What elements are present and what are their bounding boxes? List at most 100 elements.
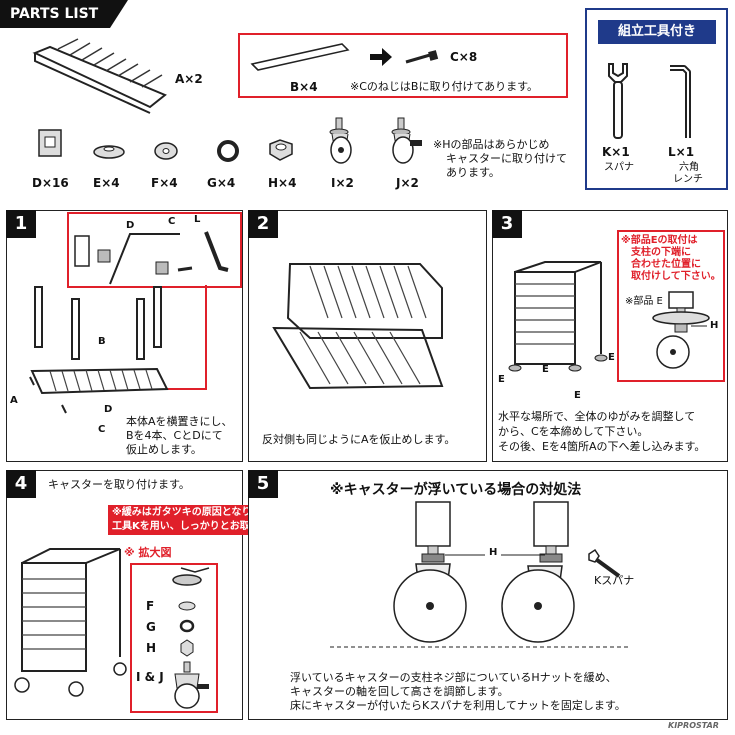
step-2-text: 反対側も同じようにAを仮止めします。	[262, 433, 456, 446]
part-d-label: D×16	[32, 176, 69, 190]
step-5-caster-right	[501, 501, 575, 643]
step-5-label-k: Kスパナ	[594, 574, 635, 587]
step-2-number: 2	[248, 210, 278, 238]
tool-k-label: K×1	[602, 145, 630, 159]
step-1-text-1: 本体Aを横置きにし、	[126, 415, 233, 428]
step-4-zoom-box	[130, 563, 218, 713]
step-2-panel: 2	[248, 210, 487, 462]
step-3-part-e-label: ※部品 E	[625, 296, 663, 307]
arrow-right-icon	[370, 48, 392, 66]
step-3-panel: 3	[492, 210, 728, 462]
step-4-zoom-detail	[172, 567, 210, 709]
step-5-caster-left	[393, 501, 467, 643]
part-h-label: H×4	[268, 176, 297, 190]
part-c-label: C×8	[450, 50, 478, 64]
step-3-text-2: から、Cを本締めして下さい。	[498, 425, 649, 438]
part-f-label: F×4	[151, 176, 178, 190]
step-3-number: 3	[492, 210, 522, 238]
step-1-panel: 1	[6, 210, 243, 462]
step-3-label-e4: E	[608, 352, 615, 363]
step-1-zoom-d: D	[126, 220, 135, 231]
step-3-label-h: H	[710, 320, 719, 331]
step-1-leader	[162, 285, 207, 390]
step-1-label-a: A	[10, 395, 18, 406]
step-3-label-e2: E	[542, 364, 549, 375]
part-d-bracket	[38, 129, 62, 157]
part-g-label: G×4	[207, 176, 236, 190]
header-title: PARTS LIST	[10, 6, 99, 22]
hex-key-icon	[670, 65, 691, 138]
part-i-label: I×2	[331, 176, 354, 190]
tool-l-name-2: レンチ	[673, 174, 703, 185]
part-b-label: B×4	[290, 80, 318, 94]
step-3-warn-4: 取付けして下さい。	[631, 271, 721, 282]
step-3-label-e3: E	[574, 390, 581, 401]
step-3-label-e1: E	[498, 374, 505, 385]
tool-l-name-1: 六角	[679, 162, 699, 173]
step-1-text-3: 仮止めします。	[126, 443, 202, 456]
step-5-title: ※キャスターが浮いている場合の対処法	[330, 482, 582, 498]
step-2-assembly	[272, 263, 444, 390]
step-3-warn-2: 支柱の下端に	[631, 247, 691, 258]
step-4-label-f: F	[146, 599, 155, 613]
part-j-label: J×2	[396, 176, 419, 190]
step-1-number: 1	[6, 210, 36, 238]
tool-l-label: L×1	[668, 145, 695, 159]
step-4-label-g: G	[146, 620, 156, 634]
step-3-cart	[508, 261, 608, 372]
part-a-label: A×2	[175, 72, 203, 86]
wrench-icon-small	[588, 548, 621, 578]
step-5-text-2: キャスターの軸を回して高さを調節します。	[290, 685, 509, 698]
step-5-panel: 5	[248, 470, 728, 720]
part-c-note: ※CのねじはBに取り付けてあります。	[350, 80, 539, 93]
step-5-number: 5	[248, 470, 278, 498]
part-h-note-2: キャスターに取り付けて	[446, 152, 567, 165]
step-4-text: キャスターを取り付けます。	[48, 478, 190, 491]
step-4-label-ij: I & J	[136, 670, 164, 684]
step-3-caster-detail	[652, 291, 710, 369]
tools-title: 組立工具付き	[598, 20, 716, 44]
tool-k-name: スパナ	[604, 162, 634, 173]
step-4-warn-2: 工具Kを用い、しっかりとお取付け下さい	[112, 521, 300, 532]
part-a-frame	[32, 38, 167, 114]
step-5-text-3: 床にキャスターが付いたらKスパナを利用してナットを固定します。	[290, 699, 626, 712]
step-4-label-h: H	[146, 641, 157, 655]
part-c-screw	[405, 50, 439, 64]
step-1-zoom-l: L	[194, 214, 201, 225]
header-banner	[0, 0, 128, 28]
part-j-caster-brake	[391, 117, 422, 164]
part-i-caster	[329, 117, 352, 164]
part-b-bar	[250, 43, 350, 71]
part-h-note-1: ※Hの部品はあらかじめ	[433, 138, 550, 151]
step-5-floor-line	[330, 646, 630, 648]
step-1-label-d: D	[104, 404, 113, 415]
step-4-cart	[14, 548, 127, 697]
step-4-number: 4	[6, 470, 36, 498]
part-h-nut	[269, 139, 293, 161]
step-4-warn-1: ※緩みはガタツキの原因となります。	[112, 507, 281, 518]
part-f-washer	[154, 142, 178, 160]
step-1-label-c: C	[98, 424, 106, 435]
step-5-text-1: 浮いているキャスターの支柱ネジ部についているHナットを緩め、	[290, 671, 617, 684]
step-3-text-3: その後、Eを4箇所Aの下へ差し込みます。	[498, 440, 706, 453]
step-1-assembly	[29, 286, 169, 414]
part-b-c-box	[238, 33, 568, 98]
tools-box	[585, 8, 728, 190]
step-1-zoom-detail	[74, 231, 229, 285]
step-5-h-leader	[445, 554, 545, 556]
part-g-ring	[217, 140, 239, 162]
step-3-text-1: 水平な場所で、全体のゆがみを調整して	[498, 410, 696, 423]
part-h-note-3: あります。	[446, 166, 500, 179]
step-1-zoom-c: C	[168, 216, 176, 227]
step-1-label-b: B	[98, 336, 106, 347]
step-1-text-2: Bを4本、CとDにて	[126, 429, 223, 442]
step-3-warn-3: 合わせた位置に	[631, 259, 701, 270]
step-3-warn-1: ※部品Eの取付は	[621, 235, 698, 246]
step-4-zoom-label: ※ 拡大図	[124, 546, 172, 559]
step-5-label-h: H	[489, 547, 498, 558]
brand-logo: KIPROSTAR	[668, 721, 719, 730]
wrench-icon	[608, 63, 628, 139]
step-3-detail-box	[617, 230, 725, 382]
part-e-foot	[93, 145, 125, 159]
part-e-label: E×4	[93, 176, 120, 190]
